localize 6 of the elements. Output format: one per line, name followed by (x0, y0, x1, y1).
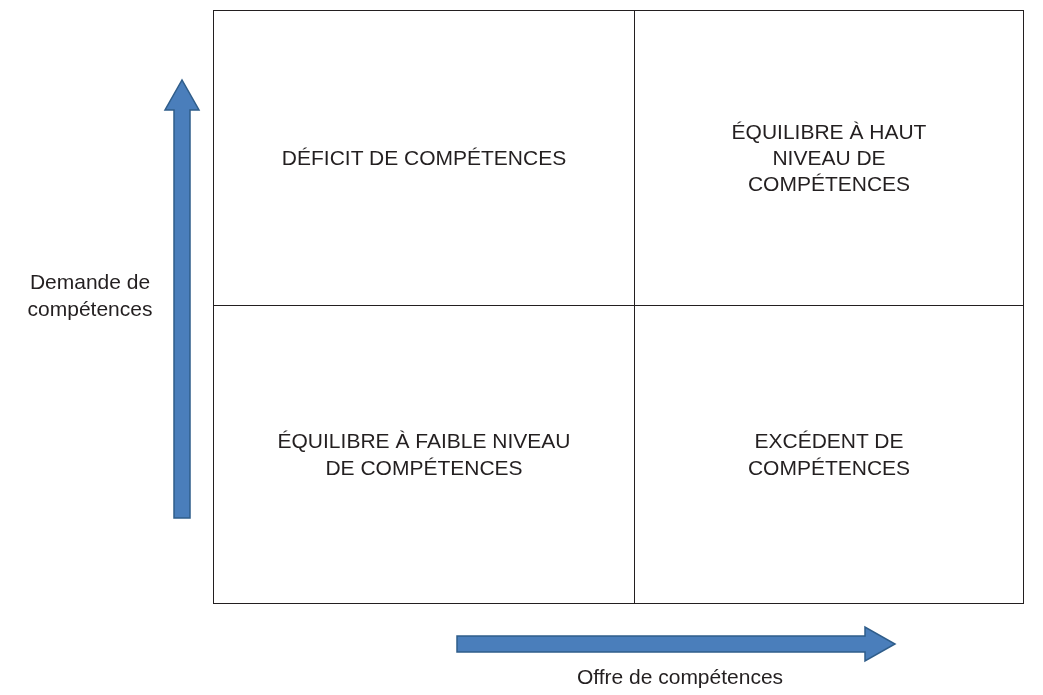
matrix-quadrant: DÉFICIT DE COMPÉTENCES (213, 10, 635, 306)
axis-label: Demande de compétences (26, 269, 154, 323)
matrix-quadrant: ÉQUILIBRE À FAIBLE NIVEAU DE COMPÉTENCES (213, 305, 635, 604)
matrix-quadrant: ÉQUILIBRE À HAUT NIVEAU DE COMPÉTENCES (634, 10, 1024, 306)
axis-label: Offre de compétences (575, 664, 785, 690)
matrix-quadrant: EXCÉDENT DE COMPÉTENCES (634, 305, 1024, 604)
